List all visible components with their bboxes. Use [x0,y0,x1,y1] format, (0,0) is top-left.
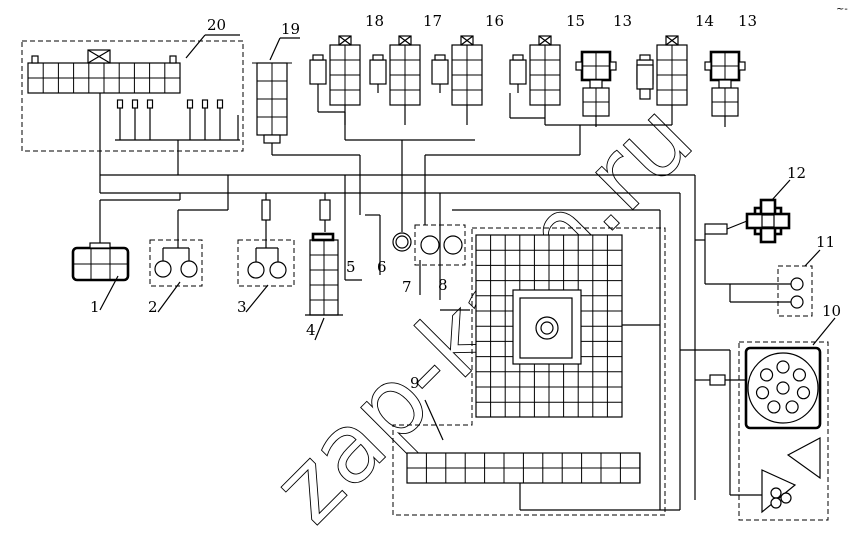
component-2 [149,175,229,313]
component-7-8 [392,224,466,300]
component-1 [71,193,181,311]
label-6: 6 [377,258,387,276]
label-19: 19 [281,20,300,38]
label-1: 1 [90,298,100,316]
label-7: 7 [402,278,412,296]
label-12: 12 [787,164,806,182]
component-10 [680,317,836,521]
label-11: 11 [816,233,835,251]
label-9: 9 [410,374,420,392]
component-3 [237,193,295,313]
component-12 [695,179,791,284]
label-2: 2 [148,298,158,316]
relay-group-16-18 [309,35,483,140]
label-8: 8 [438,276,448,294]
label-3: 3 [237,298,247,316]
label-15: 15 [566,12,585,30]
label-18: 18 [365,12,384,30]
label-17: 17 [423,12,442,30]
component-11 [705,249,821,317]
leader-lines [185,34,300,61]
main-harness [99,139,696,511]
label-5: 5 [346,258,356,276]
label-13a: 13 [613,12,632,30]
corner-mark: ~- [836,4,848,15]
component-9 [392,227,666,516]
label-10: 10 [822,302,841,320]
label-16: 16 [485,12,504,30]
relay-group-13-15 [509,35,746,140]
component-5-6 [344,175,381,281]
label-4: 4 [306,321,316,339]
label-20: 20 [207,16,226,34]
label-13b: 13 [738,12,757,30]
component-20 [21,40,244,175]
component-19 [252,62,361,215]
component-4 [305,193,343,341]
label-14: 14 [695,12,714,30]
labels: 20 19 18 17 16 15 13 14 13 12 11 10 9 8 … [90,12,841,392]
